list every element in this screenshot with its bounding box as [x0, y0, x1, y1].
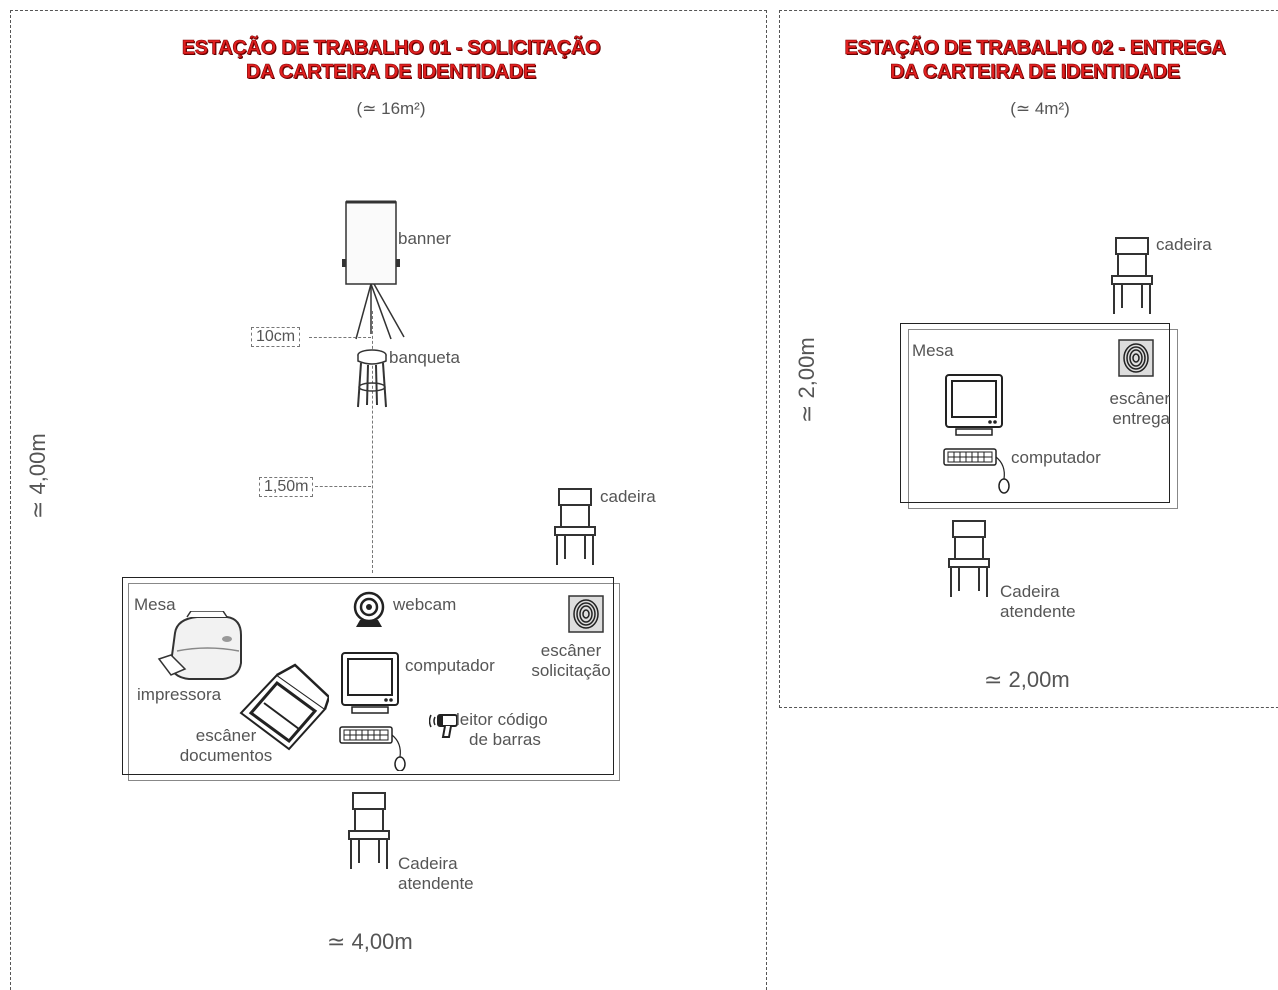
distance-150m-label: 1,50m: [259, 477, 314, 497]
banqueta-label: banqueta: [389, 348, 460, 367]
stool-icon: [354, 347, 390, 409]
attendant-chair-icon: [347, 791, 391, 871]
barcode-reader-line2: de barras: [469, 730, 541, 749]
cadeira-label: cadeira: [1156, 235, 1212, 254]
scanner-documentos-line1: escâner: [195, 726, 257, 745]
cadeira-atendente-line2: atendente: [398, 874, 474, 893]
desk-shadow: [908, 329, 1178, 509]
printer-icon: [157, 611, 247, 687]
scanner-entrega-line1: escâner: [1109, 389, 1170, 408]
scanner-entrega-label: escâner entrega: [1090, 389, 1170, 429]
mesa-label: Mesa: [134, 595, 176, 614]
fingerprint-icon: [1118, 339, 1154, 377]
station-1-height-dimension: ≃ 4,00m: [25, 433, 50, 519]
computador-label: computador: [1011, 448, 1101, 467]
station-2-title-line2: DA CARTEIRA DE IDENTIDADE: [890, 61, 1181, 84]
desk-shadow: [128, 583, 620, 781]
desk: [122, 577, 614, 775]
station-2-area: (≃ 4m²): [1010, 99, 1070, 118]
desk: [900, 323, 1170, 503]
station-1-panel: ESTAÇÃO DE TRABALHO 01 - SOLICITAÇÃO DA …: [10, 10, 767, 990]
barcode-reader-line1: leitor código: [456, 710, 548, 729]
station-1-title: ESTAÇÃO DE TRABALHO 01 - SOLICITAÇÃO DA …: [71, 36, 711, 84]
scanner-entrega-line2: entrega: [1112, 409, 1170, 428]
station-1-width-dimension: ≃ 4,00m: [327, 929, 413, 954]
scanner-solicitacao-line1: escâner: [540, 641, 602, 660]
barcode-reader-icon: [429, 709, 459, 739]
station-1-area: (≃ 16m²): [356, 99, 426, 118]
chair-icon: [1110, 236, 1154, 316]
distance-150m-line: [315, 486, 371, 487]
chair-icon: [553, 487, 597, 567]
scanner-solicitacao-line2: solicitação: [531, 661, 611, 680]
webcam-label: webcam: [393, 595, 457, 614]
computer-icon: [336, 651, 406, 771]
cadeira-atendente-line1: Cadeira: [1000, 582, 1060, 601]
cadeira-label: cadeira: [600, 487, 656, 506]
fingerprint-icon: [568, 595, 604, 633]
distance-guide-line: [372, 311, 373, 573]
station-2-title-line1: ESTAÇÃO DE TRABALHO 02 - ENTREGA: [844, 37, 1226, 60]
scanner-documentos-label: escâner documentos: [171, 726, 281, 766]
banner-label: banner: [398, 229, 451, 248]
cadeira-atendente-line2: atendente: [1000, 602, 1076, 621]
flatbed-scanner-icon: [239, 663, 329, 753]
webcam-icon: [350, 591, 388, 629]
distance-10cm-line: [309, 337, 371, 338]
station-1-title-line2: DA CARTEIRA DE IDENTIDADE: [246, 61, 537, 84]
attendant-chair-icon: [947, 519, 991, 599]
impressora-label: impressora: [137, 685, 222, 704]
barcode-reader-label: leitor código de barras: [456, 710, 548, 750]
station-2-panel: ESTAÇÃO DE TRABALHO 02 - ENTREGA DA CART…: [779, 10, 1278, 708]
cadeira-atendente-label: Cadeira atendente: [1000, 582, 1076, 622]
cadeira-atendente-label: Cadeira atendente: [398, 854, 474, 894]
distance-10cm-label: 10cm: [251, 327, 301, 347]
station-2-title: ESTAÇÃO DE TRABALHO 02 - ENTREGA DA CART…: [790, 36, 1278, 84]
computer-icon: [940, 373, 1010, 495]
station-2-width-dimension: ≃ 2,00m: [984, 667, 1070, 692]
cadeira-atendente-line1: Cadeira: [398, 854, 458, 873]
mesa-label: Mesa: [912, 341, 954, 360]
computador-label: computador: [405, 656, 495, 675]
station-2-height-dimension: ≃ 2,00m: [794, 337, 819, 423]
flipchart-icon: [336, 199, 411, 344]
station-1-title-line1: ESTAÇÃO DE TRABALHO 01 - SOLICITAÇÃO: [181, 37, 601, 60]
scanner-solicitacao-label: escâner solicitação: [526, 641, 616, 681]
scanner-documentos-line2: documentos: [179, 746, 273, 765]
